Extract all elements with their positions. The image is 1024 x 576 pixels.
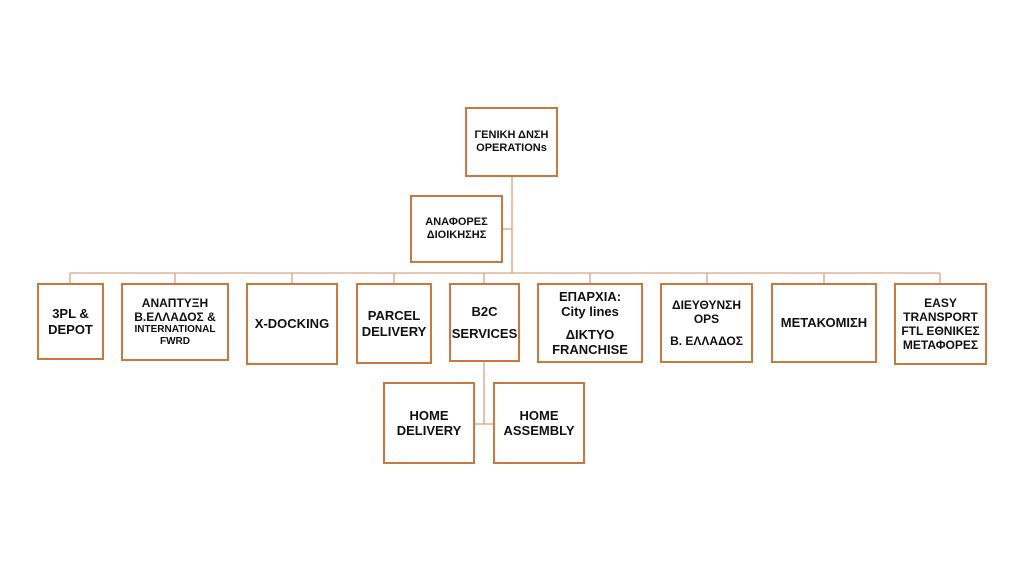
node-province-line2: City lines	[561, 304, 619, 320]
node-parcel-delivery: PARCEL DELIVERY	[356, 283, 432, 364]
node-b2c-services-line1: B2C	[471, 303, 498, 319]
node-easy-transport-line1: EASY	[924, 295, 957, 310]
node-b2c-services-line2: SERVICES	[451, 326, 518, 341]
node-home-assembly-line1: HOME	[519, 407, 559, 423]
node-parcel-delivery-line2: DELIVERY	[361, 323, 427, 339]
node-development-line4: FWRD	[160, 336, 190, 348]
node-3pl-depot: 3PL & DEPOT	[37, 283, 104, 360]
node-relocation-line1: ΜΕΤΑΚΟΜΙΣΗ	[780, 315, 868, 331]
node-development-north-greece: ΑΝΑΠΤΥΞΗ Β.ΕΛΛΑΔΟΣ & INTERNATIONAL FWRD	[121, 283, 229, 361]
node-ops-line2: OPS	[693, 312, 720, 327]
node-reports-line1: ΑΝΑΦΟΡΕΣ	[425, 216, 488, 229]
node-reports: ΑΝΑΦΟΡΕΣ ΔΙΟΙΚΗΣΗΣ	[410, 195, 503, 263]
node-general-operations: ΓΕΝΙΚΗ ΔΝΣΗ OPERATIONs	[465, 107, 558, 177]
node-ops-north-greece: ΔΙΕΥΘΥΝΣΗ OPS Β. ΕΛΛΑΔΟΣ	[660, 283, 753, 363]
node-province-network: ΕΠΑΡΧΙΑ: City lines ΔΙΚΤΥΟ FRANCHISE	[537, 283, 643, 363]
node-easy-transport-line3: FTL ΕΘΝΙΚΕΣ	[901, 324, 980, 338]
node-reports-line2: ΔΙΟΙΚΗΣΗΣ	[426, 229, 487, 241]
node-home-assembly: HOME ASSEMBLY	[493, 382, 585, 464]
node-home-delivery-line1: HOME	[409, 407, 449, 423]
node-general-operations-line1: ΓΕΝΙΚΗ ΔΝΣΗ	[474, 129, 549, 142]
node-easy-transport-line4: ΜΕΤΑΦΟΡΕΣ	[902, 338, 979, 353]
node-easy-transport: EASY TRANSPORT FTL ΕΘΝΙΚΕΣ ΜΕΤΑΦΟΡΕΣ	[894, 283, 987, 365]
node-province-line1: ΕΠΑΡΧΙΑ:	[558, 288, 622, 304]
node-relocation: ΜΕΤΑΚΟΜΙΣΗ	[771, 283, 877, 363]
node-ops-line1: ΔΙΕΥΘΥΝΣΗ	[671, 298, 742, 313]
node-development-line1: ΑΝΑΠΤΥΞΗ	[141, 296, 209, 311]
node-x-docking: X-DOCKING	[246, 283, 338, 365]
node-development-line2: Β.ΕΛΛΑΔΟΣ &	[134, 310, 216, 325]
node-home-delivery: HOME DELIVERY	[383, 382, 475, 464]
node-easy-transport-line2: TRANSPORT	[903, 309, 978, 324]
node-development-line3: INTERNATIONAL	[134, 324, 216, 336]
node-province-line4: FRANCHISE	[552, 341, 628, 357]
node-x-docking-line1: X-DOCKING	[254, 316, 330, 332]
node-3pl-depot-line1: 3PL &	[52, 306, 89, 322]
node-3pl-depot-line2: DEPOT	[48, 321, 93, 337]
node-b2c-services: B2C SERVICES	[449, 283, 520, 362]
node-home-delivery-line2: DELIVERY	[396, 423, 462, 438]
node-general-operations-line2: OPERATIONs	[476, 142, 547, 154]
node-ops-line3: Β. ΕΛΛΑΔΟΣ	[670, 333, 743, 348]
node-parcel-delivery-line1: PARCEL	[367, 308, 421, 324]
node-home-assembly-line2: ASSEMBLY	[503, 423, 575, 438]
node-province-line3: ΔΙΚΤΥΟ	[565, 326, 615, 342]
